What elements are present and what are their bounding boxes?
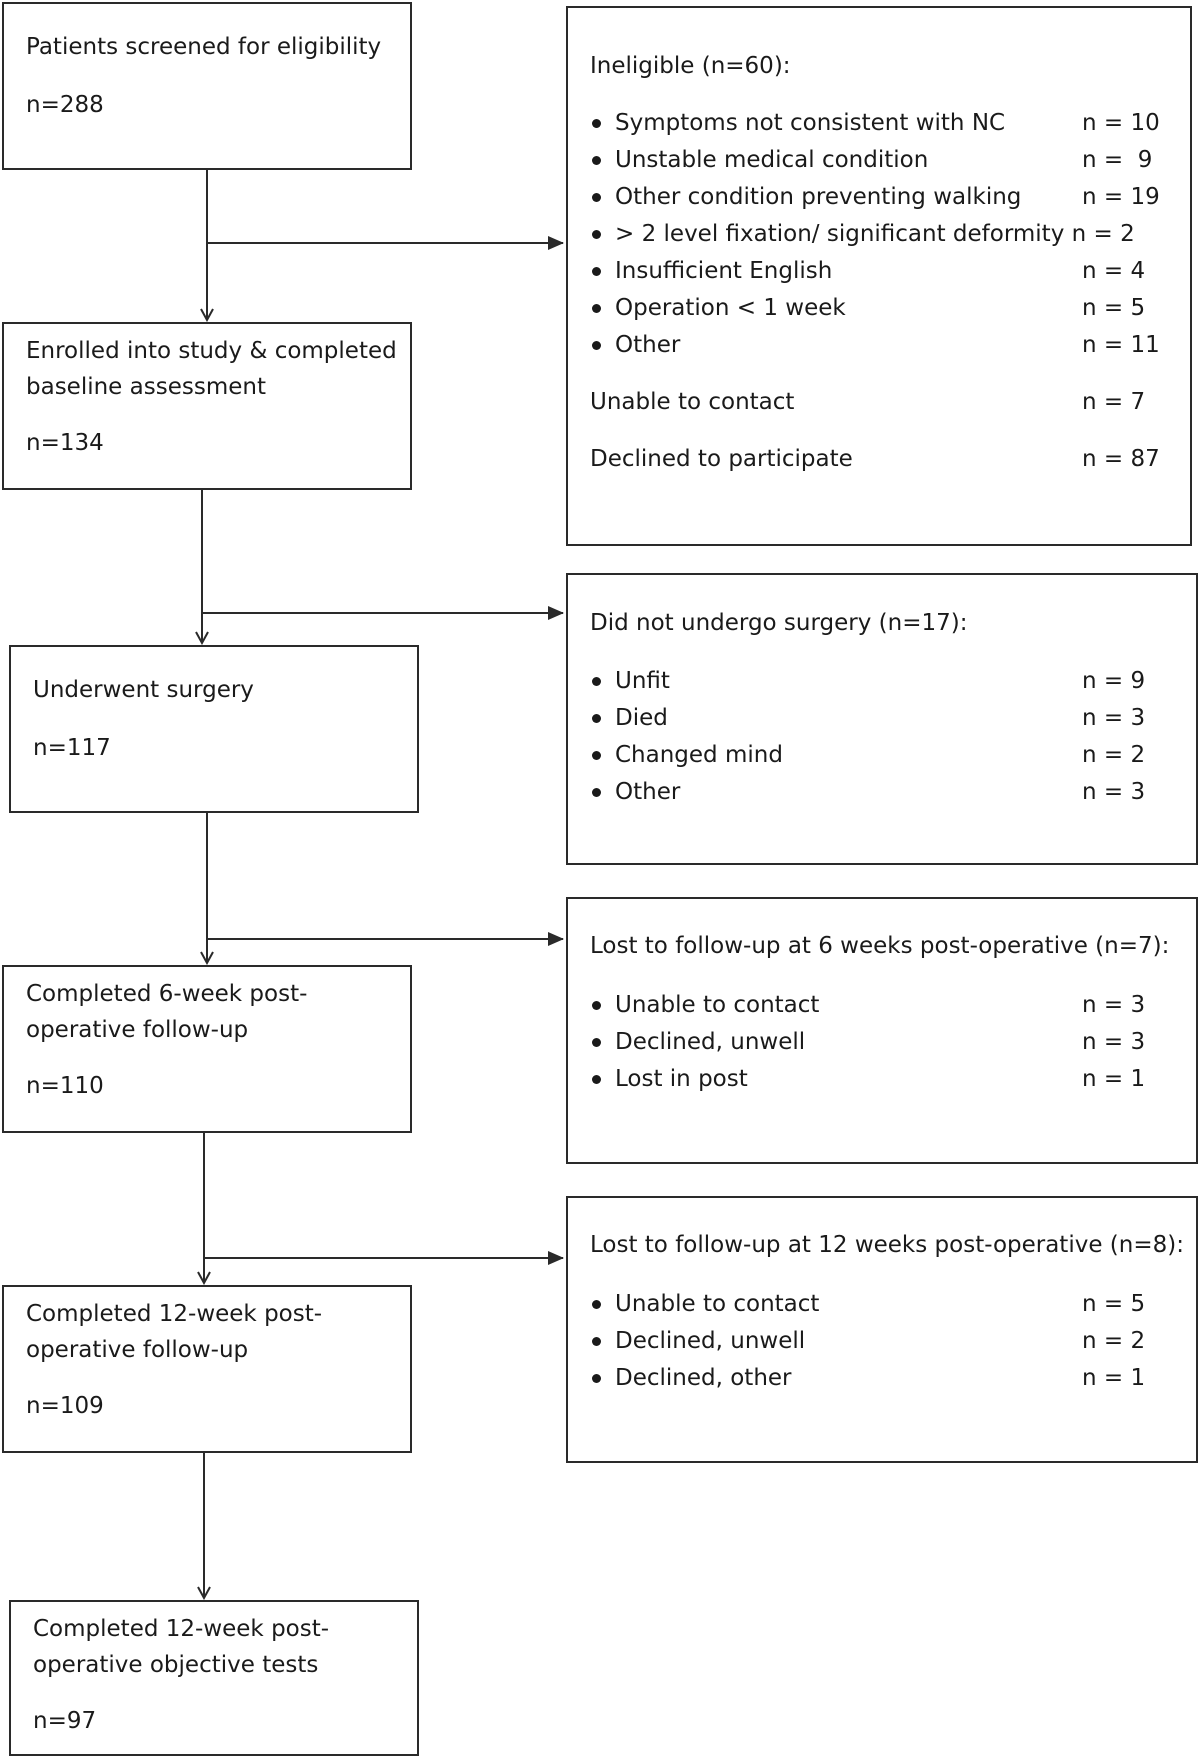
enrolled-label-line1: Enrolled into study & completed — [26, 338, 397, 364]
item-count: n = 3 — [1082, 779, 1146, 805]
objective-count: n=97 — [33, 1708, 97, 1734]
bullet-icon — [592, 193, 601, 202]
week6-count: n=110 — [26, 1073, 104, 1099]
item-count: n = 2 — [1082, 742, 1146, 768]
unable-to-contact-label: Unable to contact — [590, 389, 795, 415]
item-count: n = 5 — [1082, 1291, 1146, 1317]
enrolled-box: Enrolled into study & completed baseline… — [2, 322, 412, 490]
bullet-icon — [592, 1300, 601, 1309]
surgery-box: Underwent surgery n=117 — [9, 645, 419, 813]
lost12-box: Lost to follow-up at 12 weeks post-opera… — [566, 1196, 1198, 1463]
bullet-icon — [592, 1075, 601, 1084]
bullet-icon — [592, 714, 601, 723]
lost12-title: Lost to follow-up at 12 weeks post-opera… — [590, 1232, 1184, 1258]
bullet-icon — [592, 304, 601, 313]
bullet-icon — [592, 341, 601, 350]
bullet-icon — [592, 1374, 601, 1383]
week6-box: Completed 6-week post- operative follow-… — [2, 965, 412, 1133]
bullet-icon — [592, 267, 601, 276]
bullet-icon — [592, 677, 601, 686]
item-count: n = 9 — [1082, 668, 1146, 694]
item-count: n = 11 — [1082, 332, 1160, 358]
bullet-icon — [592, 119, 601, 128]
objective-label-line2: operative objective tests — [33, 1652, 319, 1678]
declined-count: n = 87 — [1082, 446, 1160, 472]
enrolled-count: n=134 — [26, 430, 104, 456]
item-count: n = 4 — [1082, 258, 1146, 284]
lost6-box: Lost to follow-up at 6 weeks post-operat… — [566, 897, 1198, 1164]
bullet-icon — [592, 788, 601, 797]
week12-box: Completed 12-week post- operative follow… — [2, 1285, 412, 1453]
week12-count: n=109 — [26, 1393, 104, 1419]
bullet-icon — [592, 1001, 601, 1010]
screened-count: n=288 — [26, 92, 104, 118]
week12-label-line2: operative follow-up — [26, 1337, 249, 1363]
objective-label-line1: Completed 12-week post- — [33, 1616, 330, 1642]
item-count: n = 1 — [1082, 1066, 1146, 1092]
screened-box: Patients screened for eligibility n=288 — [2, 2, 412, 170]
item-count: n = 10 — [1082, 110, 1160, 136]
surgery-label: Underwent surgery — [33, 677, 254, 703]
enrolled-label-line2: baseline assessment — [26, 374, 266, 400]
item-count: n = 19 — [1082, 184, 1160, 210]
item-count: n = 2 — [1082, 1328, 1146, 1354]
item-count: n = 9 — [1082, 147, 1153, 173]
item-count: n = 5 — [1082, 295, 1146, 321]
item-count: n = 3 — [1082, 705, 1146, 731]
no-surgery-box: Did not undergo surgery (n=17): Unfit n … — [566, 573, 1198, 865]
item-count: n = 3 — [1082, 1029, 1146, 1055]
bullet-icon — [592, 751, 601, 760]
bullet-icon — [592, 156, 601, 165]
week12-label-line1: Completed 12-week post- — [26, 1301, 323, 1327]
ineligible-box: Ineligible (n=60): Symptoms not consiste… — [566, 6, 1192, 546]
bullet-icon — [592, 230, 601, 239]
bullet-icon — [592, 1337, 601, 1346]
ineligible-title: Ineligible (n=60): — [590, 53, 791, 79]
lost6-title: Lost to follow-up at 6 weeks post-operat… — [590, 933, 1170, 959]
week6-label-line2: operative follow-up — [26, 1017, 249, 1043]
unable-to-contact-count: n = 7 — [1082, 389, 1146, 415]
declined-label: Declined to participate — [590, 446, 853, 472]
objective-box: Completed 12-week post- operative object… — [9, 1600, 419, 1756]
item-count: n = 1 — [1082, 1365, 1146, 1391]
item-count: n = 3 — [1082, 992, 1146, 1018]
screened-label: Patients screened for eligibility — [26, 34, 382, 60]
bullet-icon — [592, 1038, 601, 1047]
no-surgery-title: Did not undergo surgery (n=17): — [590, 610, 968, 636]
week6-label-line1: Completed 6-week post- — [26, 981, 308, 1007]
surgery-count: n=117 — [33, 735, 111, 761]
